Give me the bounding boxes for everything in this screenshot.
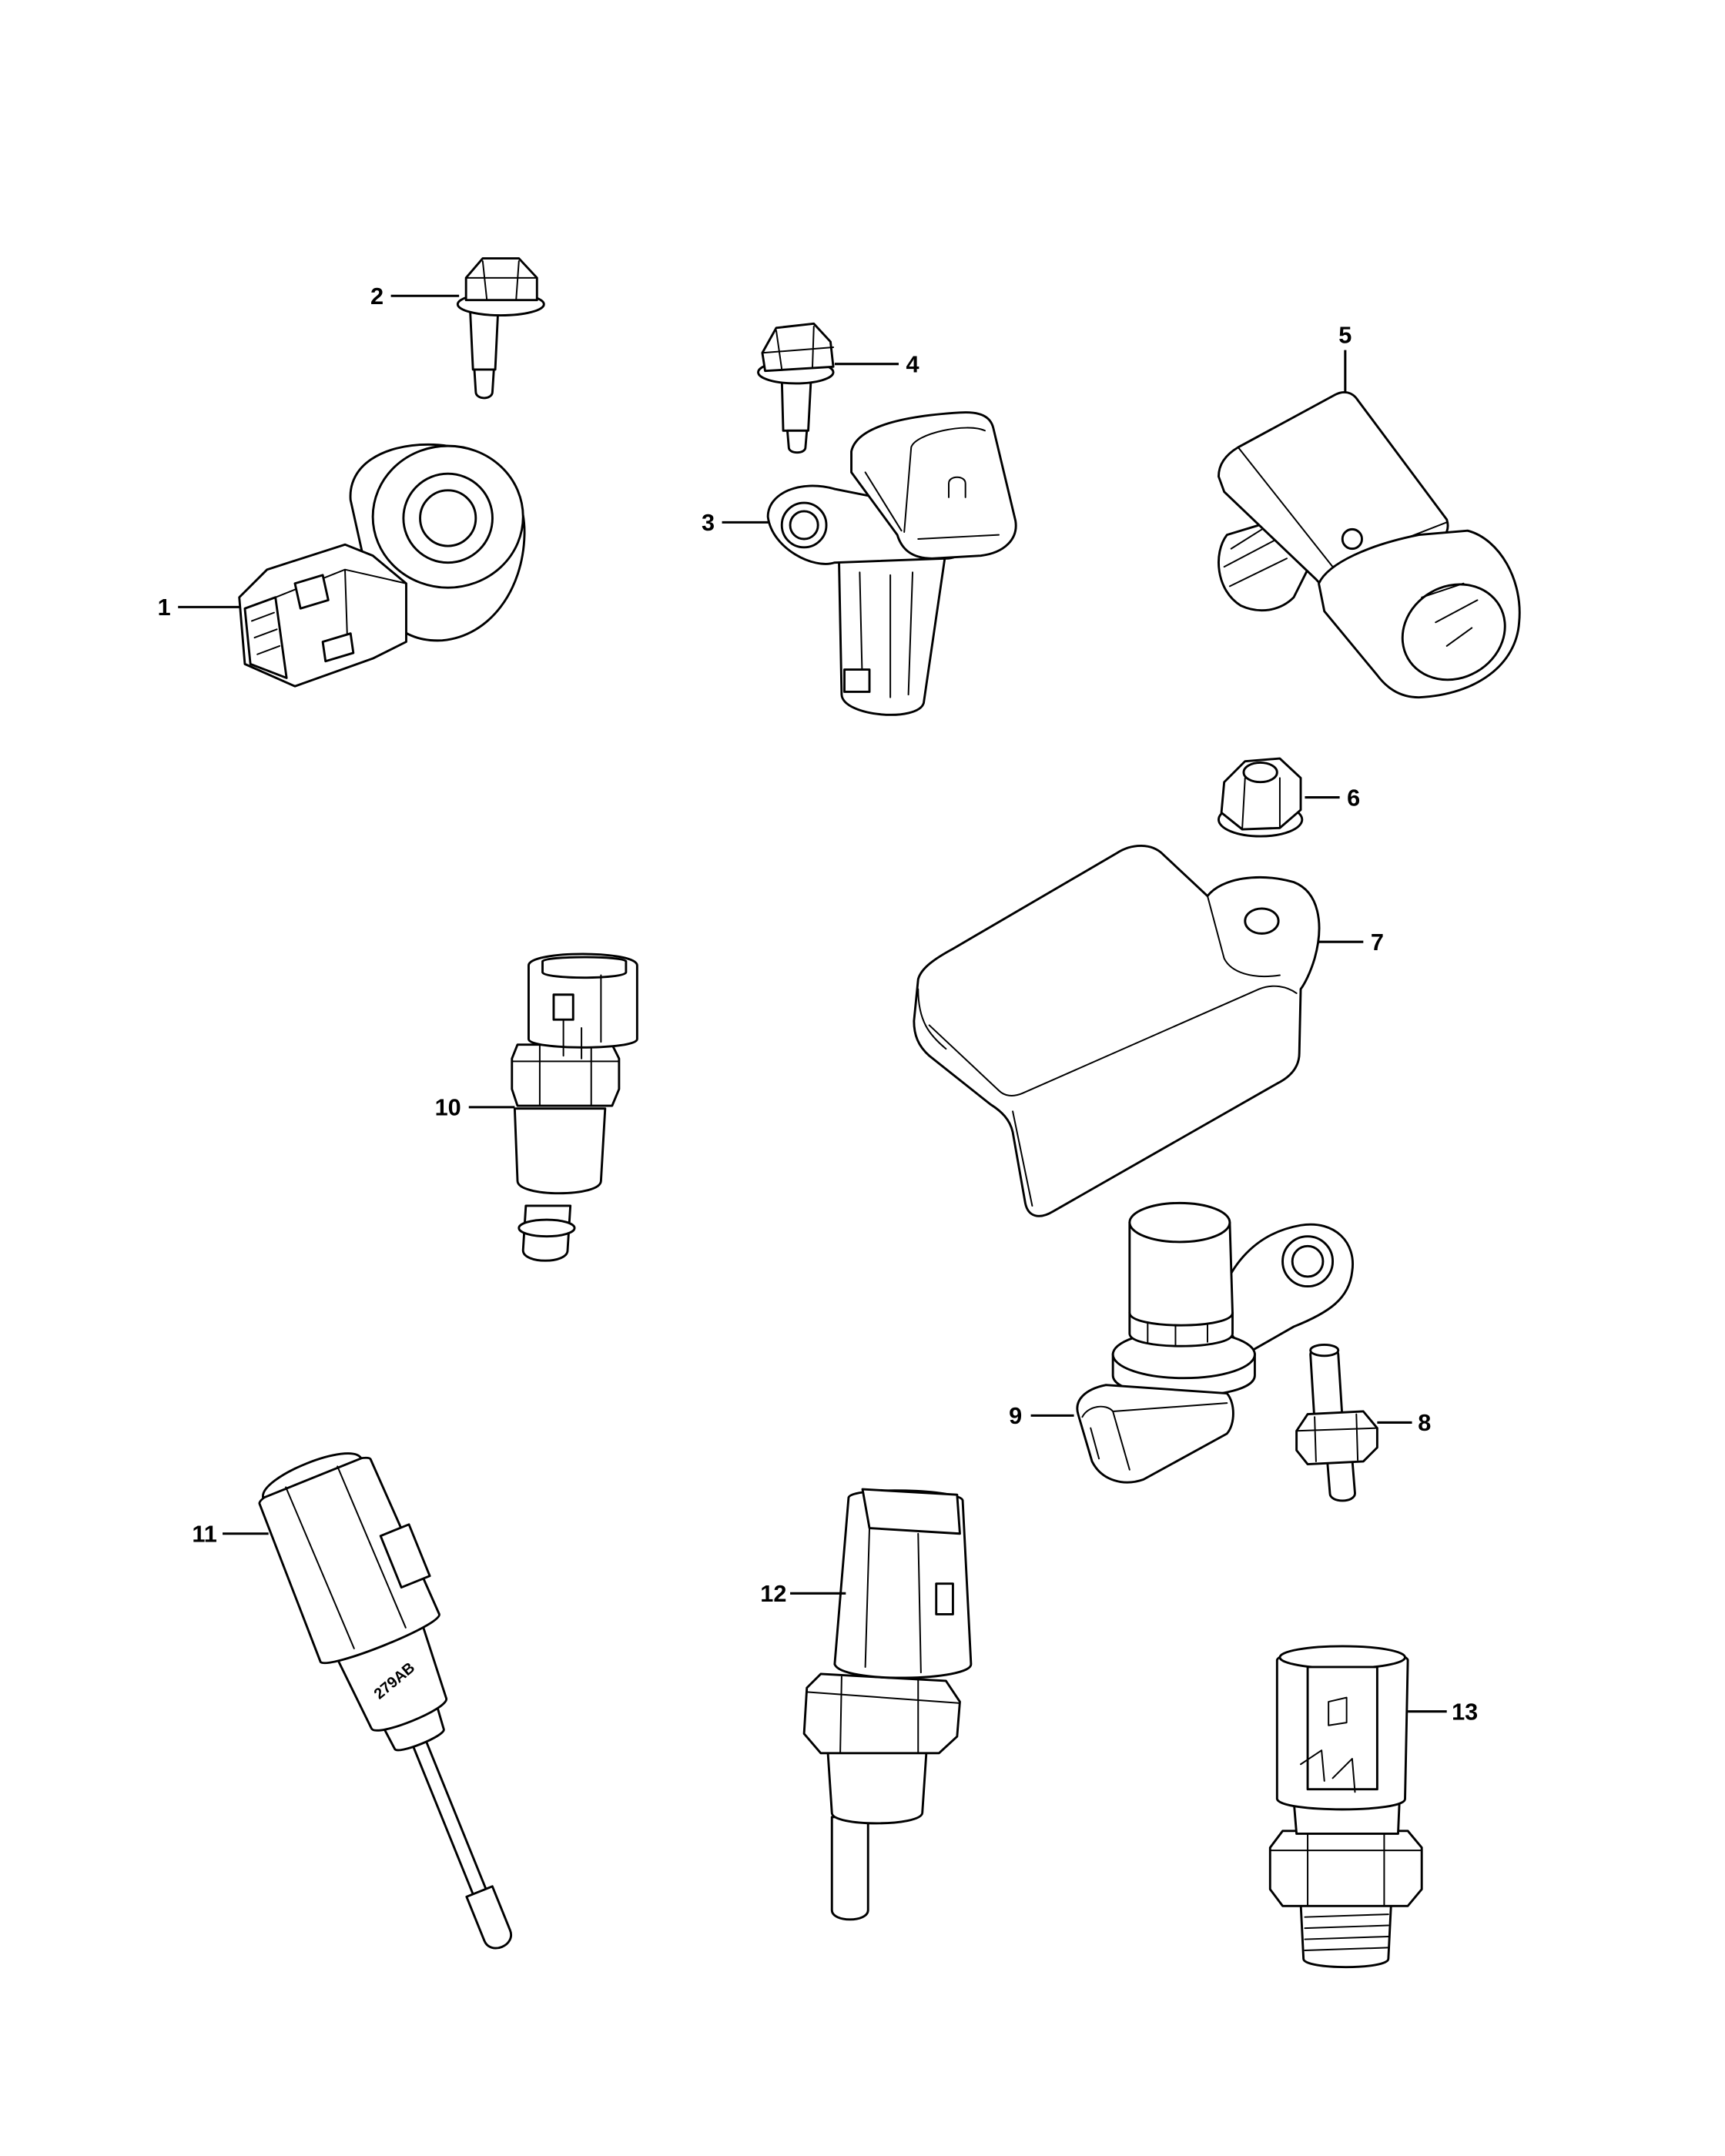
coolant-sensor-hex-facets bbox=[511, 1043, 620, 1107]
callout-1: 1 bbox=[158, 594, 171, 621]
module-cover-edges bbox=[917, 895, 1298, 1207]
small-sensor-stem bbox=[1309, 1346, 1344, 1424]
sender-connector-lip bbox=[861, 1488, 961, 1535]
knock-sensor-latch bbox=[321, 632, 355, 663]
cam-sensor-connector bbox=[1076, 1384, 1234, 1484]
callout-11: 11 bbox=[192, 1521, 216, 1548]
bolt-center-pilot bbox=[786, 429, 809, 454]
coolant-sensor-pins bbox=[562, 974, 602, 1060]
sender-hex bbox=[802, 1672, 961, 1755]
oil-pressure-switch bbox=[1268, 1645, 1423, 1969]
cam-sensor-cylinder bbox=[1128, 1221, 1234, 1327]
temperature-sender bbox=[802, 1488, 973, 1921]
callout-3: 3 bbox=[702, 509, 715, 536]
crank-sensor-connector-lines bbox=[864, 427, 1000, 540]
sender-body bbox=[826, 1749, 928, 1825]
callout-10: 10 bbox=[435, 1094, 461, 1121]
knock-sensor-hole bbox=[419, 489, 477, 547]
probe-connector-lip bbox=[262, 1452, 363, 1499]
crank-sensor-symbol bbox=[948, 476, 966, 498]
bolt-left-pilot bbox=[473, 368, 495, 400]
sensor-module-cover bbox=[913, 845, 1321, 1217]
bolt-left-facets bbox=[465, 260, 538, 301]
knock-sensor bbox=[238, 443, 526, 688]
callout-2: 2 bbox=[370, 283, 384, 310]
callout-6: 6 bbox=[1347, 784, 1360, 811]
crankshaft-position-sensor bbox=[766, 411, 1017, 716]
flange-nut-hex bbox=[1220, 757, 1302, 831]
bolt-center-facets bbox=[761, 325, 835, 370]
pressure-switch-latch bbox=[1300, 1696, 1356, 1793]
cam-sensor-cylinder-top bbox=[1128, 1201, 1231, 1244]
cam-sensor-connector-lines bbox=[1081, 1402, 1228, 1471]
bolt-center-hex-head bbox=[761, 322, 835, 373]
probe-tube bbox=[410, 1736, 491, 1903]
callout-5: 5 bbox=[1338, 322, 1352, 349]
map-sensor bbox=[1218, 390, 1521, 699]
small-sensor-stem-top bbox=[1309, 1343, 1340, 1358]
knock-sensor-plug-face bbox=[243, 596, 288, 679]
sender-probe bbox=[830, 1816, 869, 1921]
crank-sensor-window bbox=[843, 668, 871, 693]
bolt-left bbox=[456, 257, 545, 400]
knock-sensor-detail-lines bbox=[250, 568, 407, 655]
small-sensor-shank bbox=[1325, 1457, 1356, 1502]
pressure-switch-inner-face bbox=[1306, 1666, 1378, 1791]
flange-nut-hole bbox=[1242, 762, 1278, 784]
coolant-sensor-tab bbox=[552, 993, 574, 1021]
module-cover-mount-hole bbox=[1244, 907, 1280, 935]
pressure-switch-connector-top bbox=[1278, 1645, 1406, 1670]
cam-sensor-ear bbox=[1216, 1223, 1354, 1356]
sender-tab bbox=[935, 1582, 954, 1615]
map-sensor-connector-lines bbox=[1421, 582, 1479, 647]
sender-connector-lines bbox=[864, 1527, 922, 1674]
cam-sensor-hole-inner bbox=[1291, 1244, 1325, 1278]
probe-bulb bbox=[465, 1885, 513, 1950]
coolant-temperature-sensor bbox=[511, 952, 638, 1262]
flange-nut-facets bbox=[1241, 777, 1281, 829]
coolant-sensor-barb bbox=[518, 1218, 576, 1238]
probe-connector-lines bbox=[285, 1465, 407, 1649]
coolant-sensor-hex bbox=[511, 1043, 621, 1107]
coolant-sensor-body bbox=[513, 1107, 607, 1195]
small-temperature-sensor bbox=[1295, 1343, 1378, 1502]
module-cover-outline bbox=[913, 845, 1321, 1217]
pressure-switch-thread-lines bbox=[1304, 1913, 1389, 1951]
camshaft-position-sensor bbox=[1076, 1201, 1354, 1484]
bolt-left-hex-head bbox=[464, 257, 538, 302]
bolt-left-shank bbox=[469, 310, 500, 371]
callout-4: 4 bbox=[906, 351, 919, 378]
callout-12: 12 bbox=[760, 1580, 786, 1607]
callout-9: 9 bbox=[1009, 1402, 1022, 1429]
crank-sensor-connector bbox=[850, 411, 1017, 560]
coolant-sensor-connector-top bbox=[541, 956, 628, 979]
knock-sensor-tab bbox=[293, 574, 330, 610]
map-sensor-screw bbox=[1341, 527, 1363, 551]
map-sensor-connector-opening bbox=[1401, 583, 1506, 681]
callout-7: 7 bbox=[1371, 929, 1384, 956]
flange-nut bbox=[1218, 757, 1304, 838]
small-sensor-facets bbox=[1295, 1413, 1378, 1462]
bolt-center-shank bbox=[780, 377, 812, 432]
pressure-switch-thread bbox=[1299, 1902, 1392, 1969]
pressure-switch-hex bbox=[1268, 1830, 1423, 1907]
bolt-center bbox=[757, 322, 835, 454]
probe-latch bbox=[379, 1523, 431, 1589]
pressure-switch-hex-facets bbox=[1269, 1830, 1423, 1907]
small-sensor-hex bbox=[1295, 1410, 1378, 1465]
callout-13: 13 bbox=[1452, 1699, 1478, 1726]
callout-8: 8 bbox=[1418, 1409, 1431, 1436]
air-temperature-probe: 279AB bbox=[258, 1452, 513, 1950]
sender-hex-facets bbox=[806, 1676, 961, 1754]
crank-sensor-hole-inner bbox=[789, 510, 819, 541]
